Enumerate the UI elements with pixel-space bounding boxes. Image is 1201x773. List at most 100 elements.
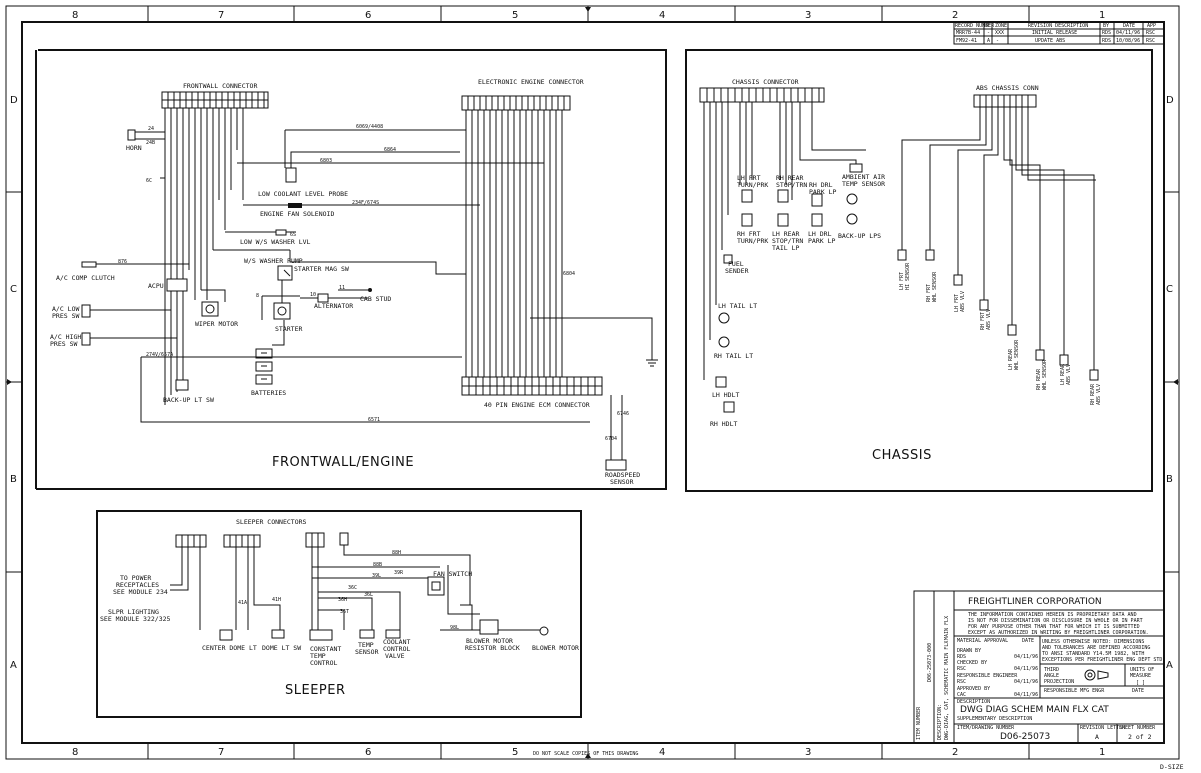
alternator-icon <box>317 293 329 303</box>
lh-drl-lamp <box>811 213 823 227</box>
rh-rear-abs-label2: ABS VLV <box>1096 384 1102 405</box>
wire-8: 8 <box>256 293 259 299</box>
engine-connector-label: ELECTRONIC ENGINE CONNECTOR <box>478 78 584 86</box>
chassis-connector-pins <box>706 88 820 102</box>
revision-block: RECORD NUMBER R ZONE REVISION DESCRIPTIO… <box>953 21 1165 45</box>
backup-lamp-1 <box>846 193 858 205</box>
checked-by-label: CHECKED BY <box>957 660 987 666</box>
rh-frt-abs-valve <box>979 299 989 311</box>
ambient-sensor-icon <box>849 163 863 173</box>
abs-connector <box>973 94 1037 108</box>
zone-top-4: 4 <box>659 10 665 21</box>
rev-row2-app: RSC <box>1146 38 1155 44</box>
approved-by-name: CAC <box>957 692 966 698</box>
rev-row2-record: FM92-41 <box>956 38 977 44</box>
wire-6746: 6746 <box>617 411 629 417</box>
rh-frt-abs-label2: ABS VLV <box>986 309 992 330</box>
sheet-label: SHEET NUMBER <box>1119 725 1156 731</box>
wire-11: 11 <box>339 285 345 291</box>
rh-hdlt-icon <box>723 401 735 413</box>
rh-drl-label2: PARK LP <box>809 188 836 196</box>
rh-rear-whl-label2: WHL SENSOR <box>1042 359 1048 390</box>
tolerance-note-3: TO ANSI STANDARD Y14.5M 1982, WITH <box>1042 651 1144 657</box>
ac-high-label: A/C HIGH <box>50 333 81 341</box>
rev-row2-date: 10/08/96 <box>1116 38 1140 44</box>
rev-row1-zone: XXX <box>995 30 1004 36</box>
rev-header-description: REVISION DESCRIPTION <box>1028 23 1088 29</box>
wire-36c: 36C <box>348 585 357 591</box>
temp-sensor-icon <box>359 629 375 639</box>
frontwall-engine-panel: FRONTWALL/ENGINE FRONTWALL CONNECTOR ELE… <box>35 49 667 490</box>
rh-rear-label2: STOP/TRN <box>776 181 807 189</box>
batteries-label: BATTERIES <box>251 389 286 397</box>
rev-row1-desc: INITIAL RELEASE <box>1032 30 1077 36</box>
lh-rear-whl-label: LH REAR <box>1008 348 1014 370</box>
abs-harness <box>901 107 1096 370</box>
rev-header-zone: ZONE <box>995 23 1007 29</box>
zone-labels: 8 7 6 5 4 3 2 1 8 7 6 5 4 3 2 1 D C B A … <box>10 10 1174 758</box>
wiper-motor-icon <box>201 301 219 317</box>
rh-frt-hi-label2: WHL SENSOR <box>932 271 938 302</box>
wire-6864: 6864 <box>384 147 396 153</box>
resp-eng-label: RESPONSIBLE ENGINEER <box>957 673 1018 679</box>
wire-36l: 36L <box>364 592 373 598</box>
sleeper-connector-1 <box>175 534 207 548</box>
projection-icon <box>1084 669 1109 681</box>
resp-eng-name: RSC <box>957 679 966 685</box>
sleeper-connector-pins <box>181 533 319 547</box>
ac-high-icon <box>81 332 91 346</box>
ambient-label: AMBIENT AIR <box>842 173 885 181</box>
lh-rear-label2: STOP/TRN <box>772 237 803 245</box>
rev-header-r: R <box>986 23 990 29</box>
wire-41a: 41A <box>238 600 247 606</box>
frontwall-harness <box>164 108 244 405</box>
lh-hdlt-label: LH HDLT <box>712 391 739 399</box>
lh-rear-label: LH REAR <box>772 230 799 238</box>
side-description: DWG-DIAG, CAT, SCHEMATIC MAIN FLX <box>944 641 950 740</box>
roadspeed-sensor-icon <box>605 459 627 471</box>
ecm-connector-label: 40 PIN ENGINE ECM CONNECTOR <box>484 401 590 409</box>
title-block: FREIGHTLINER CORPORATION THE INFORMATION… <box>913 590 1165 744</box>
sleeper-label: SLEEPER <box>285 683 346 698</box>
backup-lamp-2 <box>846 213 858 225</box>
zone-left-d: D <box>10 95 18 106</box>
starter-mag-icon <box>277 265 293 281</box>
wire-6c: 6C <box>146 178 152 184</box>
wire-10: 10 <box>310 292 316 298</box>
approved-by-date: 04/11/96 <box>1014 692 1038 698</box>
rh-rear-label: RH REAR <box>776 174 803 182</box>
ambient-label2: TEMP SENSOR <box>842 180 885 188</box>
zone-left-c: C <box>10 284 17 295</box>
wire-876: 876 <box>118 259 127 265</box>
lh-frt-abs-label: LH FRT <box>954 294 960 312</box>
starter-mag-label: STARTER MAG SW <box>294 265 349 273</box>
washer-lvl-label: LOW W/S WASHER LVL <box>240 238 311 246</box>
sleeper-connectors-label: SLEEPER CONNECTORS <box>236 518 307 526</box>
slpr-light-label: SLPR LIGHTING <box>108 608 159 616</box>
rh-tail-label: RH TAIL LT <box>714 352 753 360</box>
zone-left-a: A <box>10 660 17 671</box>
lh-rear-whl-label2: WHL SENSOR <box>1014 339 1020 370</box>
zone-bottom-4: 4 <box>659 747 665 758</box>
ecm-connector-pins <box>462 377 602 395</box>
resp-mfg-date-label: DATE <box>1132 688 1144 694</box>
fuel-sender-label2: SENDER <box>725 267 749 275</box>
zone-bottom-8: 8 <box>72 747 78 758</box>
rev-header-record: RECORD NUMBER <box>955 23 995 29</box>
lh-rear-lamp <box>777 213 789 227</box>
material-date-label: DATE <box>1022 638 1034 644</box>
lh-frt-turn-label2: TURN/PRK <box>737 181 768 189</box>
lh-hdlt-icon <box>715 376 727 388</box>
rh-rear-whl-sensor <box>1035 349 1045 361</box>
wire-39r: 39R <box>394 570 404 576</box>
wire-6704: 6704 <box>605 436 617 442</box>
lh-drl-label: LH DRL <box>808 230 832 238</box>
wire-274: 274V/657A <box>146 352 173 358</box>
chassis-panel: CHASSIS CHASSIS CONNECTOR ABS CHASSIS CO… <box>685 49 1153 492</box>
power-recept-label2: RECEPTACLES <box>116 581 159 589</box>
zone-bottom-1: 1 <box>1099 747 1105 758</box>
backup-lps-label: BACK-UP LPS <box>838 232 881 240</box>
wire-36t: 36T <box>340 609 349 615</box>
wire-6s: 6S <box>290 232 296 238</box>
